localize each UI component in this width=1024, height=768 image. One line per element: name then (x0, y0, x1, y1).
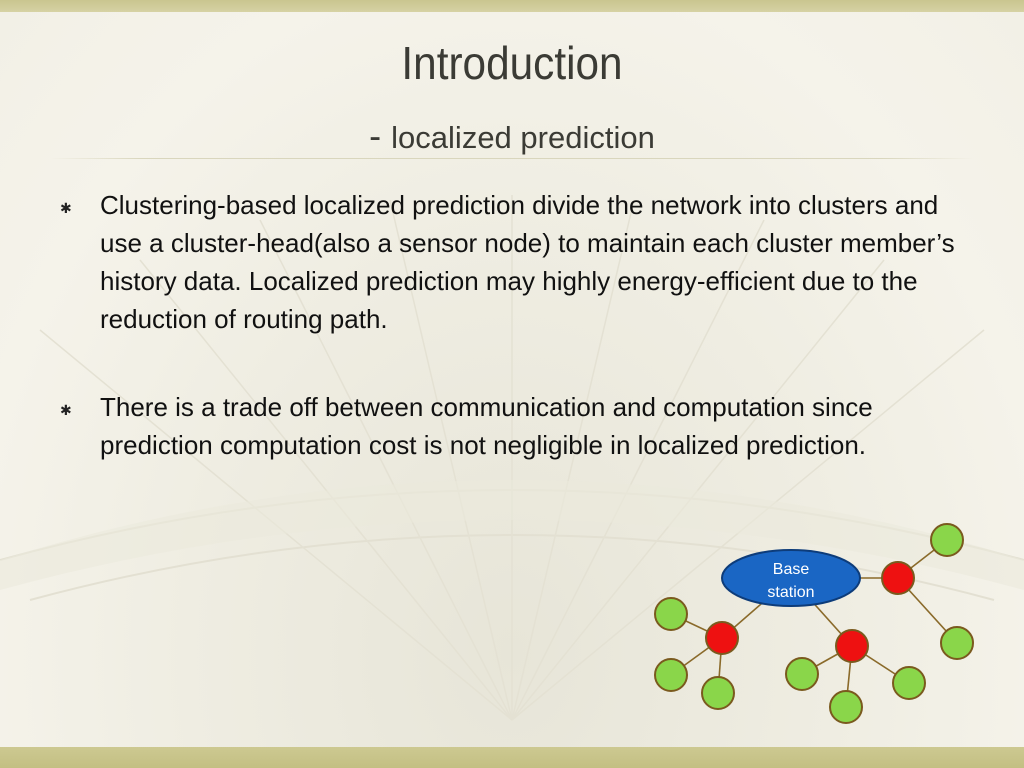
cluster-members (654, 523, 974, 724)
base-station-label-line1: Base (773, 561, 810, 578)
member-node (930, 523, 964, 557)
member-node (892, 666, 926, 700)
member-node (785, 657, 819, 691)
bullet-text: Clustering-based localized prediction di… (100, 190, 955, 334)
subtitle-dash: - (369, 115, 382, 156)
bottom-band (0, 747, 1024, 768)
slide-subtitle: -localized prediction (0, 116, 1024, 158)
member-node (654, 658, 688, 692)
title-divider (50, 158, 974, 159)
bullet-text: There is a trade off between communicati… (100, 392, 873, 460)
bullet-icon: ✱ (60, 402, 72, 418)
member-node (654, 597, 688, 631)
base-station-label-line2: station (767, 584, 814, 601)
cluster-head-node (881, 561, 915, 595)
member-node (940, 626, 974, 660)
bullet-icon: ✱ (60, 200, 72, 216)
bullet-list: ✱ Clustering-based localized prediction … (60, 186, 960, 514)
bullet-item: ✱ Clustering-based localized prediction … (60, 186, 960, 338)
member-node (701, 676, 735, 710)
slide-title: Introduction (401, 37, 623, 89)
subtitle-text: localized prediction (391, 120, 655, 155)
cluster-head-node (835, 629, 869, 663)
top-band (0, 0, 1024, 12)
cluster-head-node (705, 621, 739, 655)
member-node (829, 690, 863, 724)
bullet-item: ✱ There is a trade off between communica… (60, 388, 960, 464)
base-station-node: Base station (721, 549, 861, 607)
cluster-heads (705, 561, 915, 663)
